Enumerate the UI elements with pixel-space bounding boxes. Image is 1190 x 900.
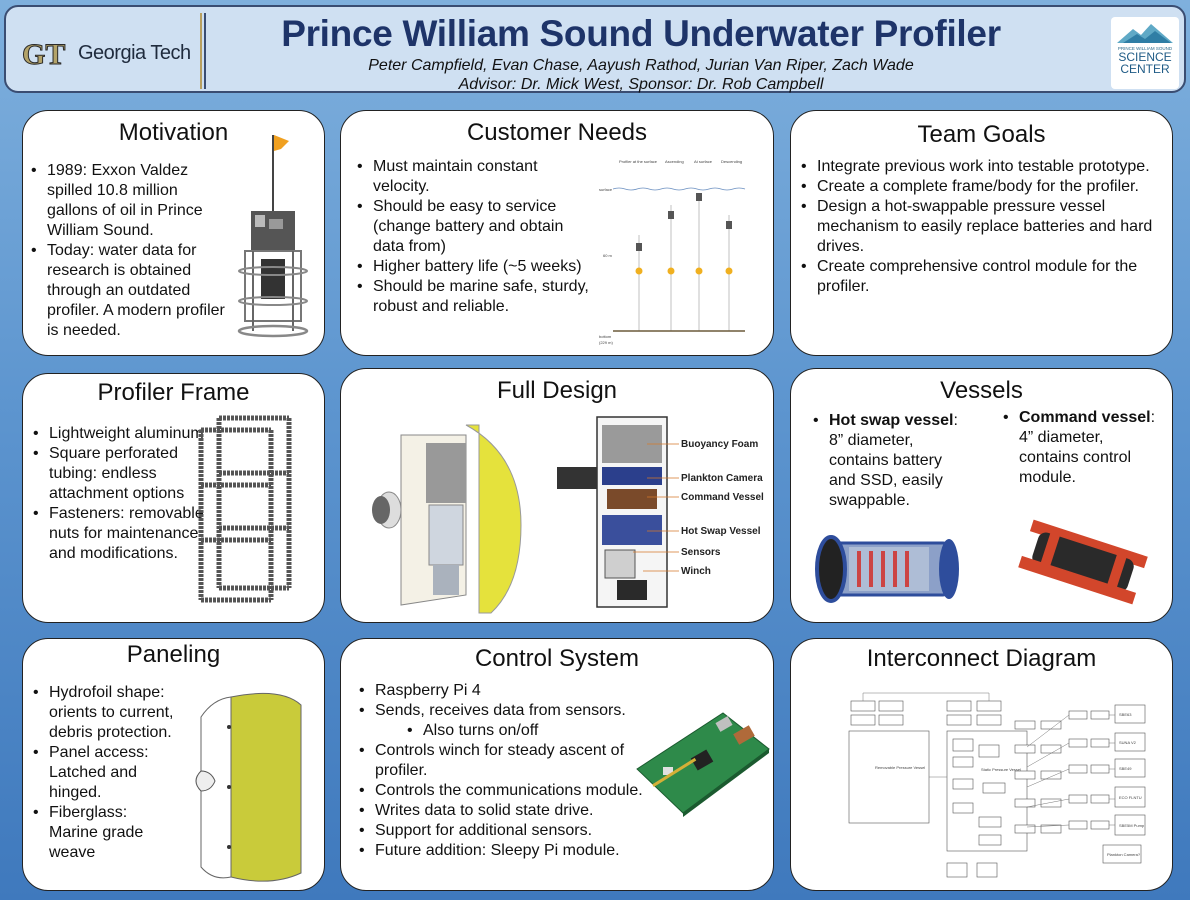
profiler-frame-bullets: Lightweight aluminum Square perforated t… [31,424,207,564]
svg-text:bottom: bottom [599,334,612,339]
command-vessel-render [1018,519,1148,605]
author-list: Peter Campfield, Evan Chase, Aayush Rath… [368,57,914,74]
aluminum-frame-image [198,415,292,603]
bullet-item: Must maintain constant velocity. [355,157,595,197]
paneling-panel: Paneling Hydrofoil shape: orients to cur… [22,638,325,891]
gt-monogram-icon: GT [22,38,66,71]
mountain-icon [1117,24,1173,43]
label-winch: Winch [681,566,711,577]
poster-header: GT Georgia Tech Prince William Sound Und… [4,5,1186,93]
panel-title: Motivation [118,119,229,146]
bullet-item: Should be marine safe, sturdy, robust an… [355,277,595,317]
bullet-item: Raspberry Pi 4 [357,681,647,701]
sub-bullet-item: Also turns on/off [357,721,647,741]
panel-title: Paneling [126,641,221,668]
svg-text:Descending: Descending [721,159,742,164]
label-sensors: Sensors [681,547,721,558]
legacy-profiler-image [237,135,309,338]
label-sensor-eco: ECO FLNTU [1119,795,1142,800]
svg-text:Profiler at the surface: Profiler at the surface [619,159,658,164]
hydrofoil-panel-render [195,692,302,882]
motivation-panel: Motivation 1989: Exxon Valdez spilled 10… [22,110,325,356]
label-sensor-sbe49: SBE49 [1119,766,1132,771]
hot-swap-desc: : 8” diameter, contains battery and SSD,… [829,412,958,509]
label-removable-vessel: Removable Pressure Vessel [875,765,925,770]
hot-swap-name: Hot swap vessel [829,412,954,429]
svg-text:GT: GT [22,38,65,70]
bullet-item: Sends, receives data from sensors. [357,701,647,721]
pws-science-center-logo: PRINCE WILLIAM SOUND SCIENCE CENTER [1111,17,1179,89]
bullet-item: Create a complete frame/body for the pro… [799,177,1165,197]
assembled-profiler-render [372,424,522,614]
gt-logo-text: Georgia Tech [78,41,191,64]
panel-title: Team Goals [917,121,1046,148]
svg-text:surface: surface [599,187,613,192]
bullet-item: Fasteners: removable nuts for maintenanc… [31,504,207,564]
interconnect-wiring-diagram: Removable Pressure Vessel Static Pressur… [848,692,1146,878]
bullet-item: Integrate previous work into testable pr… [799,157,1165,177]
vessels-panel: Vessels • Hot swap vessel: 8” diameter, … [790,368,1173,623]
panel-title: Profiler Frame [97,379,250,406]
profiler-frame-panel: Profiler Frame Lightweight aluminum Squa… [22,373,325,623]
bullet-item: Hydrofoil shape: orients to current, deb… [31,683,179,743]
hot-swap-vessel-render [815,535,959,603]
bullet-item: Should be easy to service (change batter… [355,197,595,257]
panel-title: Vessels [940,377,1023,404]
paneling-bullets: Hydrofoil shape: orients to current, deb… [31,683,179,863]
label-hot-swap-vessel: Hot Swap Vessel [681,526,761,537]
bullet-item: Writes data to solid state drive. [357,801,647,821]
bullet-item: 1989: Exxon Valdez spilled 10.8 million … [29,161,225,241]
label-buoyancy-foam: Buoyancy Foam [681,439,758,450]
interconnect-diagram-panel: Interconnect Diagram [790,638,1173,891]
label-sensor-pump: SBE5M Pump [1119,823,1145,828]
bullet-item: Support for additional sensors. [357,821,647,841]
control-system-panel: Control System Raspberry Pi 4 Sends, rec… [340,638,774,891]
bullet-item: Today: water data for research is obtain… [29,241,225,341]
svg-text:(229 m): (229 m) [599,340,613,345]
label-plankton-camera: Plankton Camera? [1107,852,1141,857]
hot-swap-vessel-text: • Hot swap vessel: 8” diameter, contains… [813,412,958,509]
command-vessel-text: • Command vessel: 4” diameter, contains … [1003,409,1156,486]
raspberry-pi-board-image [636,712,770,817]
control-system-bullets: Raspberry Pi 4 Sends, receives data from… [357,681,647,861]
bullet-item: Future addition: Sleepy Pi module. [357,841,647,861]
label-sensor-suna: SUNA V2 [1119,740,1137,745]
full-design-panel: Full Design Buoyancy Foam Plankton Camer… [340,368,774,623]
georgia-tech-logo: GT Georgia Tech [20,31,196,75]
advisor-line: Advisor: Dr. Mick West, Sponsor: Dr. Rob… [458,76,824,93]
bullet-item: Fiberglass: Marine grade weave [31,803,179,863]
bullet-item: Create comprehensive control module for … [799,257,1165,297]
bullet-item: Design a hot-swappable pressure vessel m… [799,197,1165,257]
bullet-item: Square perforated tubing: endless attach… [31,444,207,504]
label-sensor-sbe63: SBE63 [1119,712,1132,717]
panel-title: Interconnect Diagram [866,645,1097,672]
customer-needs-bullets: Must maintain constant velocity. Should … [355,157,595,317]
label-static-vessel: Static Pressure Vessel [981,767,1021,772]
customer-needs-panel: Customer Needs Must maintain constant ve… [340,110,774,356]
bullet-item: Higher battery life (~5 weeks) [355,257,595,277]
header-divider [200,13,206,89]
bullet-item: Controls the communications module. [357,781,647,801]
deployment-cycle-diagram: Profiler at the surface Ascending At sur… [599,159,746,345]
panel-title: Customer Needs [466,119,648,146]
svg-text:Ascending: Ascending [665,159,684,164]
team-goals-bullets: Integrate previous work into testable pr… [799,157,1165,297]
svg-text:60 m: 60 m [603,253,613,258]
bullet-item: Lightweight aluminum [31,424,207,444]
label-command-vessel: Command Vessel [681,492,764,503]
command-desc: : 4” diameter, contains control module. [1019,409,1156,486]
motivation-bullets: 1989: Exxon Valdez spilled 10.8 million … [29,161,225,341]
command-name: Command vessel [1019,409,1151,426]
bullet-item: Panel access: Latched and hinged. [31,743,179,803]
poster-title: Prince William Sound Underwater Profiler [281,13,1001,54]
label-plankton-camera: Plankton Camera [681,473,763,484]
team-goals-panel: Team Goals Integrate previous work into … [790,110,1173,356]
panel-title: Full Design [496,377,618,404]
bullet-item: Controls winch for steady ascent of prof… [357,741,647,781]
labeled-cross-section: Buoyancy Foam Plankton Camera Command Ve… [557,416,764,608]
svg-text:At surface: At surface [694,159,713,164]
panel-title: Control System [474,645,640,672]
